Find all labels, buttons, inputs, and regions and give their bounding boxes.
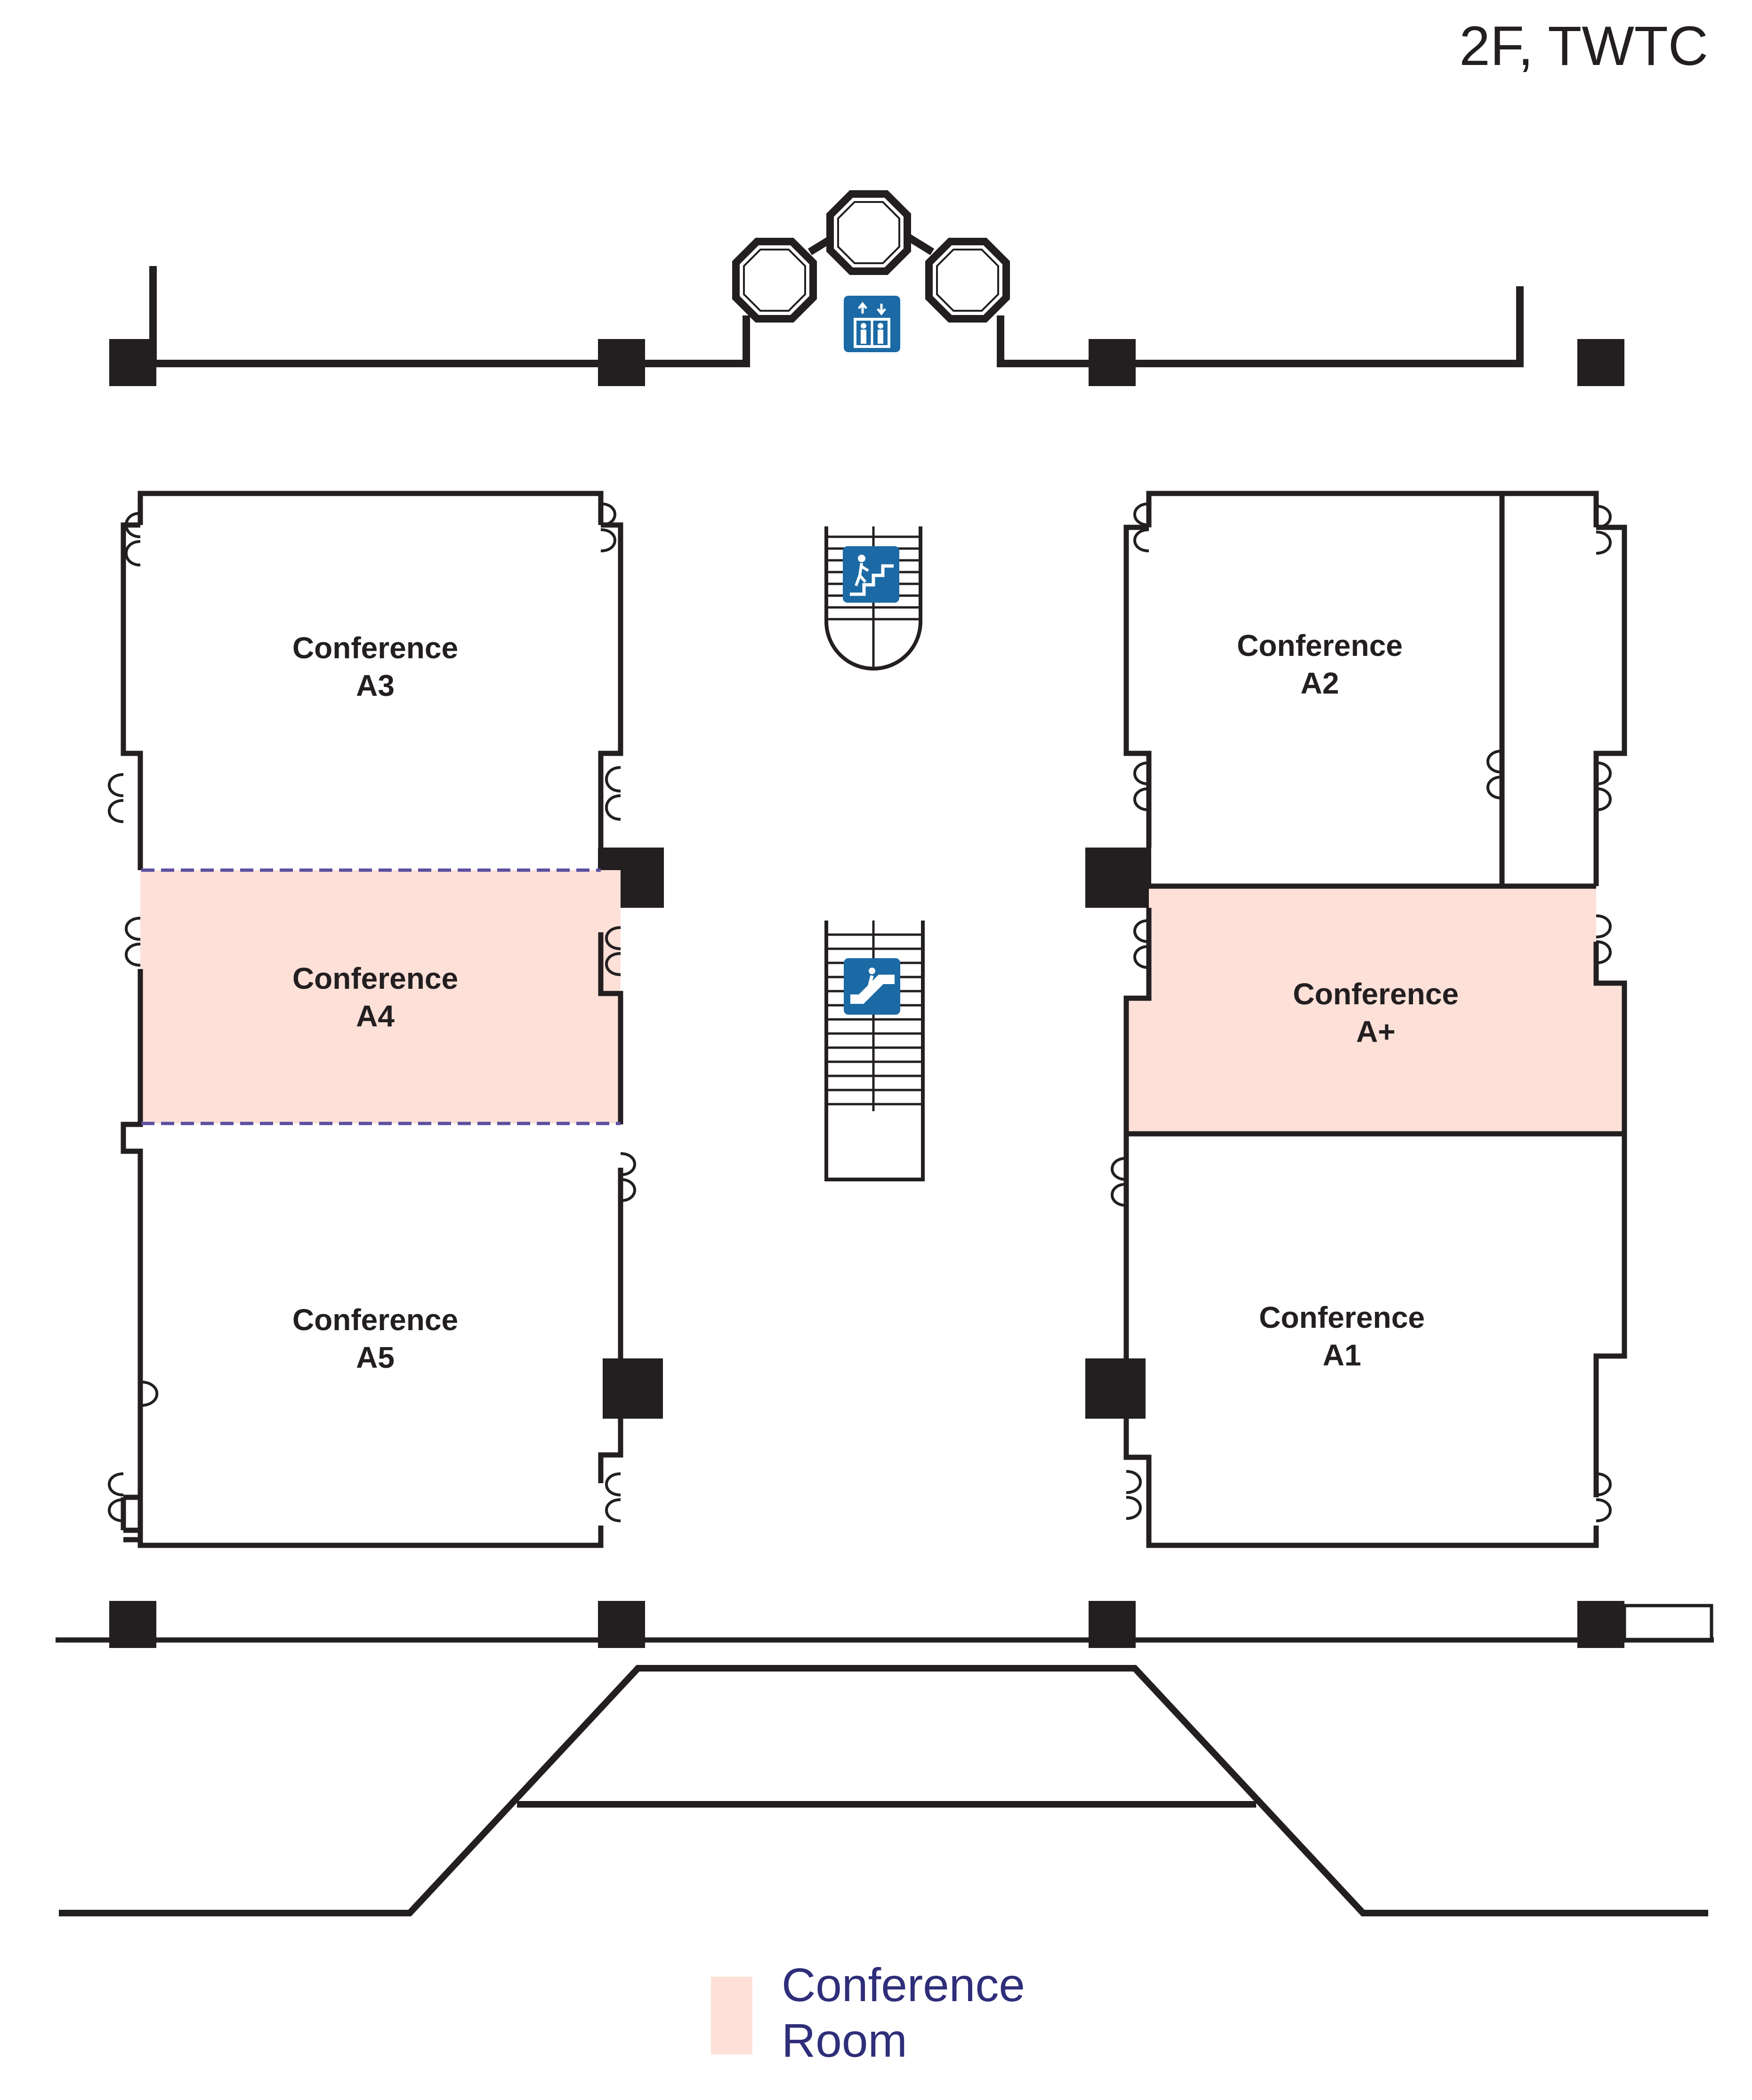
a4-dividers (141, 868, 621, 1125)
bottom-wall (56, 1604, 1714, 1643)
legend-line2: Room (782, 2014, 907, 2067)
floor-title: 2F, TWTC (1459, 15, 1708, 77)
room-a2-line1: Conference (1237, 629, 1403, 662)
right-block-doors (1111, 502, 1612, 1522)
legend: Conference Room (711, 1959, 1025, 2067)
escalator-icon (844, 958, 900, 1015)
room-a5-label: Conference A5 (292, 1303, 458, 1374)
room-a4-fill (140, 870, 621, 1123)
room-aplus-line2: A+ (1356, 1015, 1396, 1049)
room-a4-line1: Conference (292, 961, 458, 995)
legend-line1: Conference (782, 1959, 1025, 2011)
room-aplus-line1: Conference (1293, 977, 1459, 1011)
room-aplus-fill (1126, 886, 1624, 1134)
elevator-shafts (732, 190, 1010, 323)
room-a3-line2: A3 (356, 669, 395, 703)
room-a2-line2: A2 (1300, 666, 1339, 700)
room-a3-label: Conference A3 (292, 631, 458, 703)
room-a1-label: Conference A1 (1259, 1300, 1425, 1372)
room-a5-line2: A5 (356, 1341, 395, 1374)
room-a1-line2: A1 (1323, 1338, 1361, 1372)
room-a4-label: Conference A4 (292, 961, 458, 1033)
left-block-doors (108, 502, 636, 1522)
legend-swatch (711, 1977, 752, 2054)
room-a1-line1: Conference (1259, 1300, 1425, 1334)
room-a3-line1: Conference (292, 631, 458, 665)
room-aplus-label: Conference A+ (1293, 977, 1459, 1049)
driveway (59, 1665, 1708, 1916)
room-a5-line1: Conference (292, 1303, 458, 1337)
stairs-icon (843, 546, 899, 603)
elevator-icon (844, 296, 900, 352)
right-block-walls (1123, 491, 1627, 1548)
room-a2-label: Conference A2 (1237, 629, 1403, 700)
room-a4-line2: A4 (356, 999, 395, 1033)
